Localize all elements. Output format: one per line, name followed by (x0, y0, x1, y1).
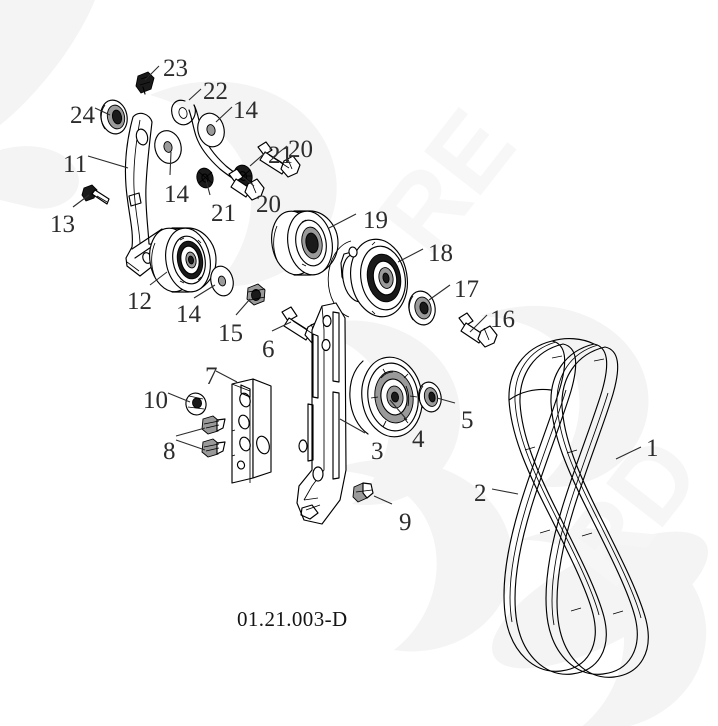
callout-label-flat-washer: 14 (164, 181, 189, 208)
callout-label-hex-bolt: 20 (256, 191, 281, 218)
callout-label-v-belt-outer: 1 (646, 435, 659, 462)
callout-label-nut-flanged: 10 (143, 387, 168, 414)
callout-label-spring-rod: 22 (203, 78, 228, 105)
callout-label-lock-washer: 21 (268, 142, 293, 169)
callout-label-shoulder-bolt: 13 (50, 211, 75, 238)
callout-label-flat-washer: 14 (176, 301, 201, 328)
callout-label-flanged-bushing: 24 (70, 102, 95, 129)
callout-label-shoulder-screw: 8 (163, 438, 176, 465)
leader-line-flat-washer (193, 284, 216, 299)
callout-label-v-pulley: 19 (363, 207, 388, 234)
callout-label-lock-washer: 21 (211, 200, 236, 227)
leader-line-hex-bolt (271, 321, 292, 332)
part-15-lock-nut (246, 283, 266, 306)
callout-label-idler-arm: 11 (63, 151, 88, 178)
part-8-shoulder-screw-b (201, 438, 226, 458)
callout-label-spacer-bushing: 5 (461, 407, 474, 434)
callout-label-grease-fitting: 23 (163, 55, 188, 82)
callout-label-hex-bolt-long: 16 (490, 306, 515, 333)
leader-line-mounting-plate (215, 370, 238, 383)
leader-line-lock-nut (235, 298, 251, 316)
callout-label-v-belt-inner: 2 (474, 480, 487, 507)
callout-label-knob-screw: 9 (399, 509, 412, 536)
callout-label-lock-nut: 15 (218, 320, 243, 347)
callout-label-idler-pulley-flat: 4 (412, 426, 425, 453)
leader-line-shoulder-screw (175, 427, 206, 437)
leader-line-idler-arm (87, 155, 129, 169)
part-7-mounting-plate (231, 378, 272, 484)
callout-label-mounting-plate: 7 (205, 363, 218, 390)
leader-line-nut-flanged (167, 392, 191, 403)
leader-line-flanged-bushing (94, 107, 111, 116)
leader-line-flanged-pulley (397, 248, 424, 263)
callout-label-v-idler-pulley: 12 (127, 288, 152, 315)
callout-label-tension-arm-bracket: 3 (371, 438, 384, 465)
callout-label-hex-bolt: 6 (262, 336, 275, 363)
leader-line-grease-fitting (144, 65, 160, 81)
part-10-nut-flanged (185, 392, 207, 416)
callout-label-flat-washer: 14 (233, 97, 258, 124)
part-8-shoulder-screw-a (201, 415, 226, 435)
leader-line-shoulder-screw (175, 439, 206, 451)
diagram-caption: 01.21.003-D (237, 607, 348, 631)
part-18-flanged-pulley (327, 238, 408, 318)
part-24-flanged-bushing (100, 99, 128, 135)
callout-label-flanged-pulley: 18 (428, 240, 453, 267)
leader-line-spacer-bushing (428, 284, 451, 301)
callout-label-spacer-bushing: 17 (454, 276, 479, 303)
